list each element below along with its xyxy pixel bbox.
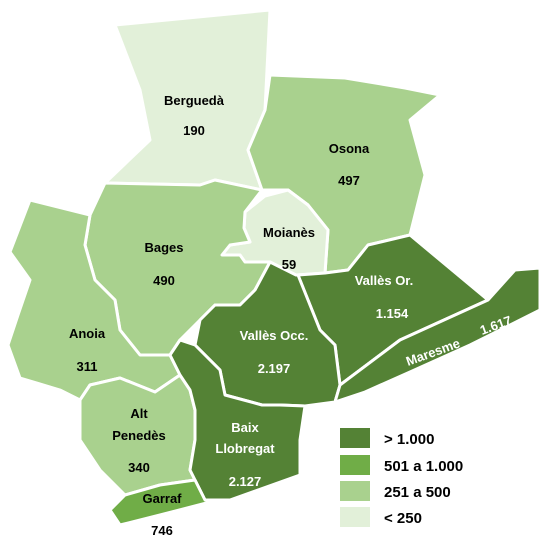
label-moianes-value: 59 — [282, 257, 296, 272]
label-baix-llobregat-name-2: Llobregat — [215, 441, 275, 456]
legend-label-501-1000: 501 a 1.000 — [384, 458, 463, 475]
region-baix-llobregat[interactable] — [168, 338, 307, 502]
label-bergueda-name: Berguedà — [164, 93, 225, 108]
label-garraf-name: Garraf — [142, 491, 182, 506]
legend-swatch-251-500 — [340, 481, 370, 501]
label-valles-or-value: 1.154 — [376, 306, 409, 321]
label-osona-name: Osona — [329, 141, 370, 156]
legend: > 1.000 501 a 1.000 251 a 500 < 250 — [340, 428, 463, 527]
label-alt-penedes-name-2: Penedès — [112, 428, 165, 443]
label-anoia-name: Anoia — [69, 326, 106, 341]
label-valles-occ-name: Vallès Occ. — [240, 328, 309, 343]
label-baix-llobregat-name-1: Baix — [231, 420, 259, 435]
label-bages-value: 490 — [153, 273, 175, 288]
label-baix-llobregat-value: 2.127 — [229, 474, 262, 489]
label-valles-occ-value: 2.197 — [258, 361, 291, 376]
label-bergueda-value: 190 — [183, 123, 205, 138]
label-bages-name: Bages — [144, 240, 183, 255]
legend-swatch-501-1000 — [340, 455, 370, 475]
legend-label-lt-250: < 250 — [384, 510, 422, 527]
legend-swatch-lt-250 — [340, 507, 370, 527]
legend-swatch-gt-1000 — [340, 428, 370, 448]
label-valles-or-name: Vallès Or. — [355, 273, 414, 288]
legend-label-gt-1000: > 1.000 — [384, 431, 434, 448]
label-moianes-name: Moianès — [263, 225, 315, 240]
label-osona-value: 497 — [338, 173, 360, 188]
label-alt-penedes-value: 340 — [128, 460, 150, 475]
legend-label-251-500: 251 a 500 — [384, 484, 451, 501]
label-garraf-value: 746 — [151, 523, 173, 538]
label-anoia-value: 311 — [77, 359, 98, 374]
label-alt-penedes-name-1: Alt — [130, 406, 148, 421]
region-maresme[interactable] — [333, 266, 542, 404]
region-garraf[interactable] — [108, 478, 220, 527]
